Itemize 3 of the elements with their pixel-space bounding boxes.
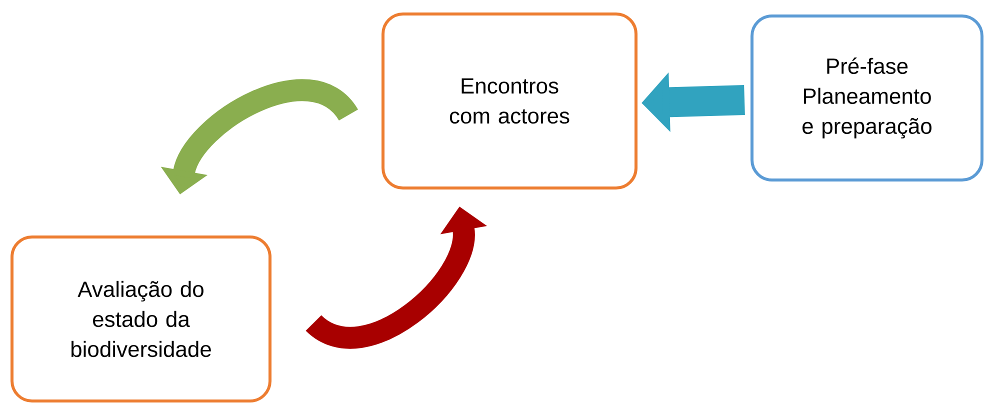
process-box: Encontros com actores xyxy=(382,12,638,190)
process-box: Avaliação do estado da biodiversidade xyxy=(10,236,272,402)
process-box: Pré-fase Planeamento e preparação xyxy=(750,14,984,182)
